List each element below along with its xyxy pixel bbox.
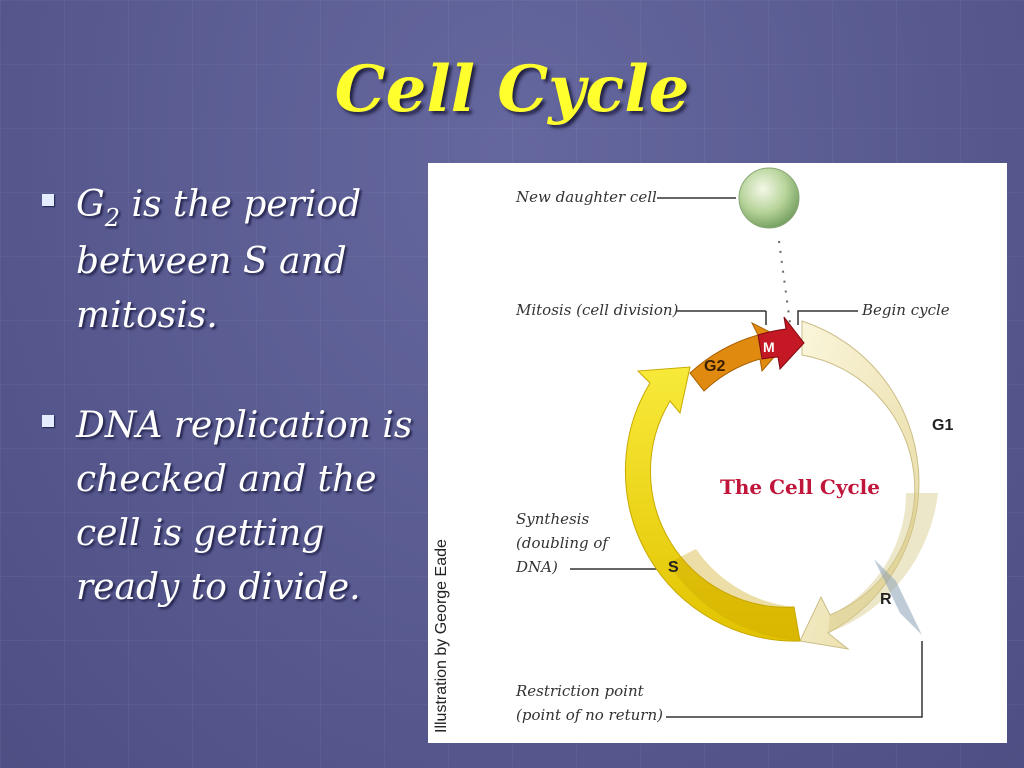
bullet-text: DNA replication is checked and the cell … (76, 405, 413, 608)
callout-begin-cycle: Begin cycle (862, 301, 950, 319)
callout-synthesis-line1: Synthesis (516, 510, 590, 528)
phase-label-m: M (763, 339, 775, 355)
callout-synthesis-line2: (doubling of (516, 534, 608, 552)
m-arc (757, 316, 805, 371)
callout-synthesis-line3: DNA) (516, 558, 558, 576)
g1-arc (799, 320, 920, 650)
daughter-dotted-line (778, 240, 791, 324)
s-arc-shadow (668, 549, 800, 641)
slide-title: Cell Cycle (334, 52, 690, 127)
square-bullet-icon (42, 194, 54, 206)
bullet-subscript: 2 (104, 204, 121, 232)
bullet-list: G2 is the period between S and mitosis. … (38, 178, 428, 615)
s-arc (624, 366, 801, 642)
callout-daughter-cell: New daughter cell (516, 188, 657, 206)
callout-restriction-line2: (point of no return) (516, 706, 663, 724)
cell-cycle-diagram: Illustration by George Eade New daughter… (428, 163, 1007, 743)
phase-label-g1: G1 (932, 417, 954, 434)
phase-label-s: S (668, 559, 679, 576)
bullet-item-g2: G2 is the period between S and mitosis. (38, 178, 428, 343)
square-bullet-icon (42, 415, 54, 427)
illustration-credit: Illustration by George Eade (433, 539, 450, 733)
bullet-item-dna: DNA replication is checked and the cell … (38, 399, 428, 615)
g1-arc-shadow (828, 493, 938, 633)
callout-restriction-line1: Restriction point (516, 682, 644, 700)
bullet-text-start: G (76, 184, 105, 225)
cell-cycle-graphic (570, 167, 938, 718)
phase-label-g2: G2 (704, 358, 726, 375)
daughter-cell (738, 167, 800, 229)
begin-callout-line (797, 310, 858, 325)
phase-label-r: R (880, 591, 892, 608)
restriction-callout-line (666, 641, 923, 718)
callout-mitosis: Mitosis (cell division) (516, 301, 679, 319)
restriction-point-marker (874, 559, 922, 635)
bullet-text-end: is the period between S and mitosis. (76, 184, 362, 336)
diagram-center-title: The Cell Cycle (720, 475, 880, 499)
